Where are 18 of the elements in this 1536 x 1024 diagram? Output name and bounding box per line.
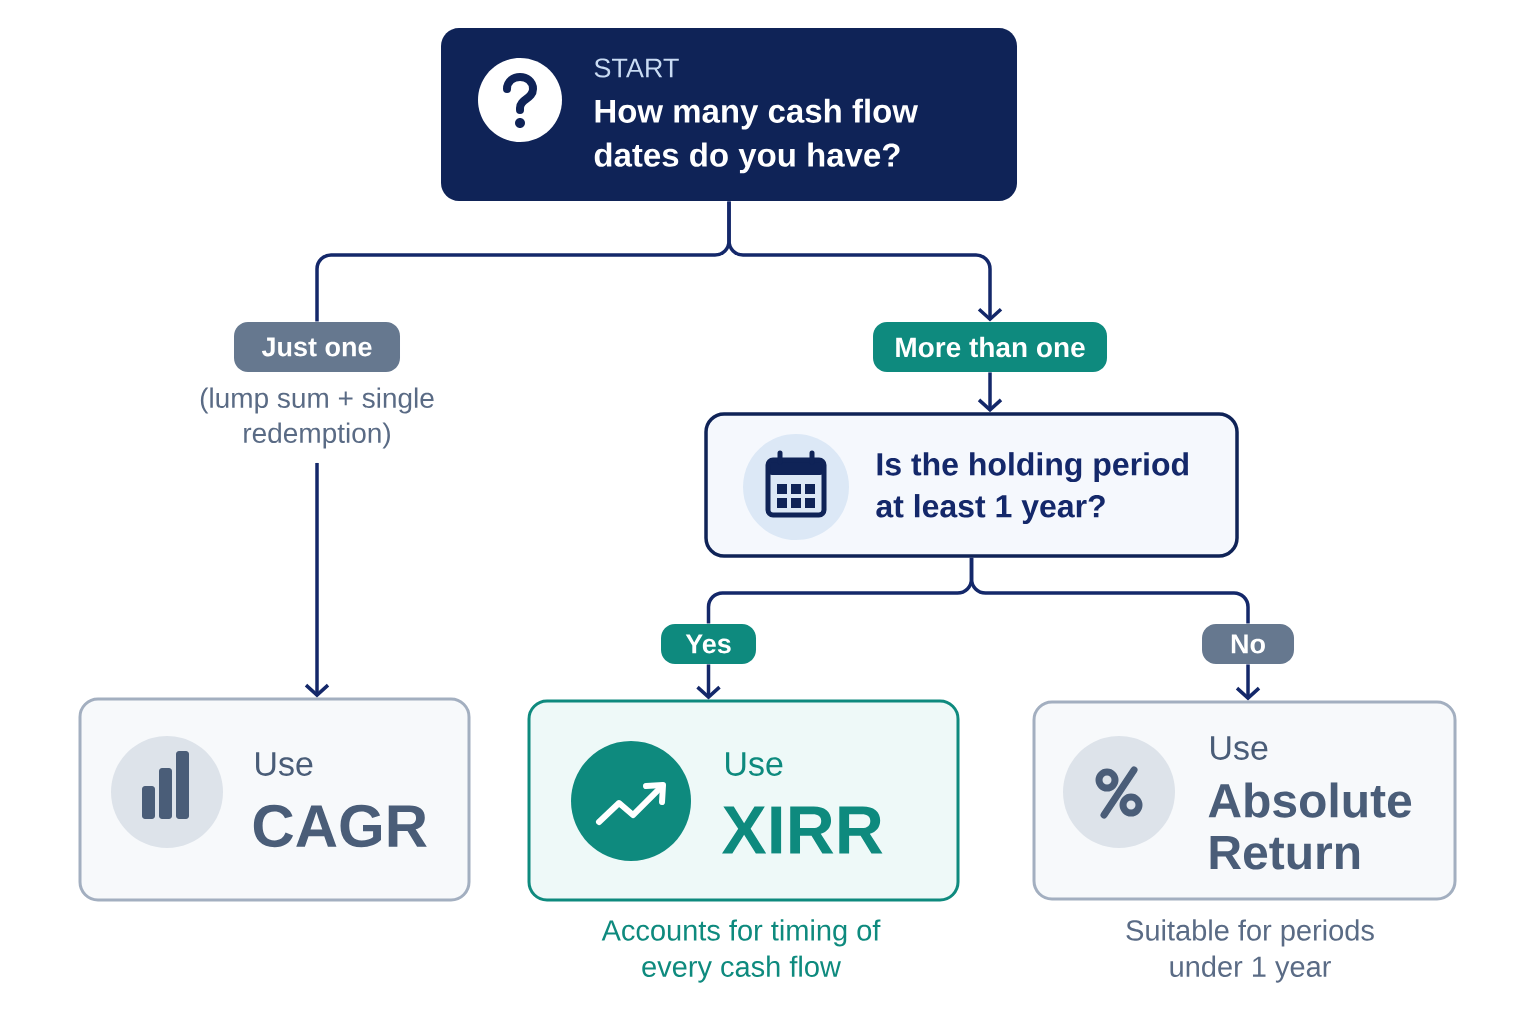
answer-pill: Just one bbox=[234, 322, 400, 372]
caption-text: (lump sum + single redemption) bbox=[200, 387, 434, 449]
arrow bbox=[727, 201, 1003, 322]
answer-pill: No bbox=[1202, 624, 1294, 664]
result-box: Use CAGR bbox=[78, 697, 471, 902]
start-box: START How many cash flow dates do you have? bbox=[441, 28, 1017, 201]
caption-text: Suitable for periods under 1 year bbox=[1126, 919, 1374, 983]
arrow bbox=[304, 462, 330, 698]
result-box: Use XIRR bbox=[527, 699, 960, 902]
arrow bbox=[696, 664, 721, 700]
arrow bbox=[977, 372, 1003, 413]
result-box: Use Absolute Return bbox=[1032, 700, 1457, 901]
decision-box: Is the holding period at least 1 year? bbox=[704, 412, 1239, 558]
connector-line bbox=[969, 557, 1250, 624]
caption-text: Accounts for timing of every cash flow bbox=[601, 919, 881, 983]
answer-pill: More than one bbox=[873, 322, 1107, 372]
arrow bbox=[1235, 664, 1261, 701]
answer-pill: Yes bbox=[661, 624, 756, 664]
